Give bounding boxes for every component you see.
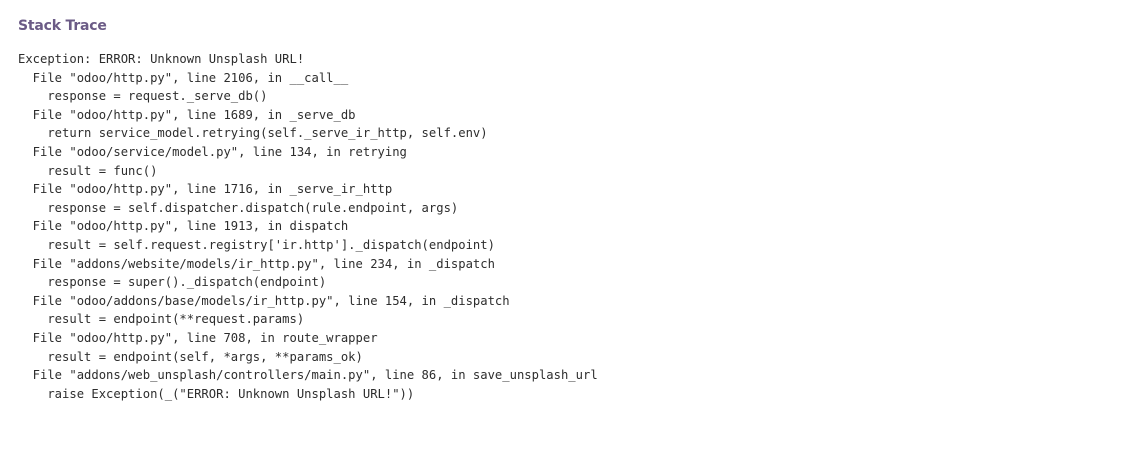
trace-line: response = super()._dispatch(endpoint) — [18, 275, 327, 290]
trace-line: File "odoo/addons/base/models/ir_http.py… — [18, 293, 510, 308]
stack-trace-section: Stack Trace Exception: ERROR: Unknown Un… — [18, 16, 1117, 403]
trace-line: return service_model.retrying(self._serv… — [18, 126, 488, 141]
trace-line: result = endpoint(self, *args, **params_… — [18, 349, 363, 364]
trace-line: File "odoo/http.py", line 1913, in dispa… — [18, 219, 349, 234]
trace-line: File "odoo/http.py", line 1716, in _serv… — [18, 182, 393, 197]
trace-line: File "odoo/http.py", line 1689, in _serv… — [18, 107, 356, 122]
trace-line: result = self.request.registry['ir.http'… — [18, 237, 495, 252]
trace-line: File "odoo/http.py", line 2106, in __cal… — [18, 70, 349, 85]
trace-line: File "odoo/http.py", line 708, in route_… — [18, 330, 378, 345]
trace-line: result = func() — [18, 163, 158, 178]
trace-line: response = request._serve_db() — [18, 89, 268, 104]
trace-line: response = self.dispatcher.dispatch(rule… — [18, 200, 459, 215]
stack-trace-block[interactable]: Exception: ERROR: Unknown Unsplash URL! … — [18, 50, 1117, 403]
trace-line: Exception: ERROR: Unknown Unsplash URL! — [18, 52, 305, 66]
trace-line: raise Exception(_("ERROR: Unknown Unspla… — [18, 386, 415, 401]
section-title: Stack Trace — [18, 18, 107, 34]
trace-line: File "addons/website/models/ir_http.py",… — [18, 256, 495, 271]
trace-line: result = endpoint(**request.params) — [18, 312, 305, 327]
trace-line: File "addons/web_unsplash/controllers/ma… — [18, 368, 598, 383]
trace-line: File "odoo/service/model.py", line 134, … — [18, 144, 407, 159]
